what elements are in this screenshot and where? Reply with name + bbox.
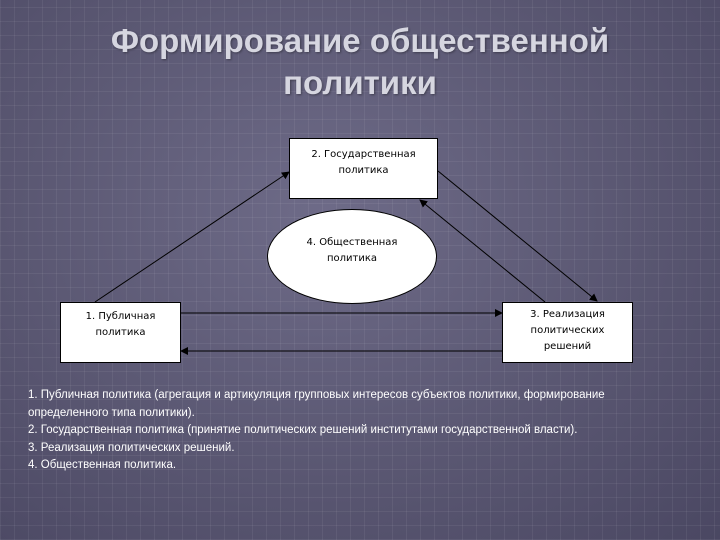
legend-item: 1. Публичная политика (агрегация и артик… [28,389,605,419]
legend-item: 2. Государственная политика (принятие по… [28,424,578,436]
node-social-policy-label: 4. Общественная политика [306,236,398,264]
legend-list: 1. Публичная политика (агрегация и артик… [28,387,628,475]
node-public-politics-label: 1. Публичная политика [85,311,156,338]
node-public-politics: 1. Публичная политика [60,302,181,363]
page-title: Формирование общественной политики [0,20,720,104]
arrow-impl-to-state [419,199,546,303]
node-social-policy: 4. Общественная политика [267,209,437,304]
title-line-1: Формирование общественной [110,22,610,59]
arrow-state-to-impl [437,170,598,302]
arrow-public-to-state [94,171,290,303]
node-implementation: 3. Реализация политических решений [502,302,633,363]
node-state-policy: 2. Государственная политика [289,138,438,199]
legend-item: 4. Общественная политика. [28,459,177,471]
node-implementation-label: 3. Реализация политических решений [530,309,605,352]
legend-item: 3. Реализация политических решений. [28,441,235,454]
title-line-2: политики [283,64,437,101]
node-state-policy-label: 2. Государственная политика [311,149,416,176]
